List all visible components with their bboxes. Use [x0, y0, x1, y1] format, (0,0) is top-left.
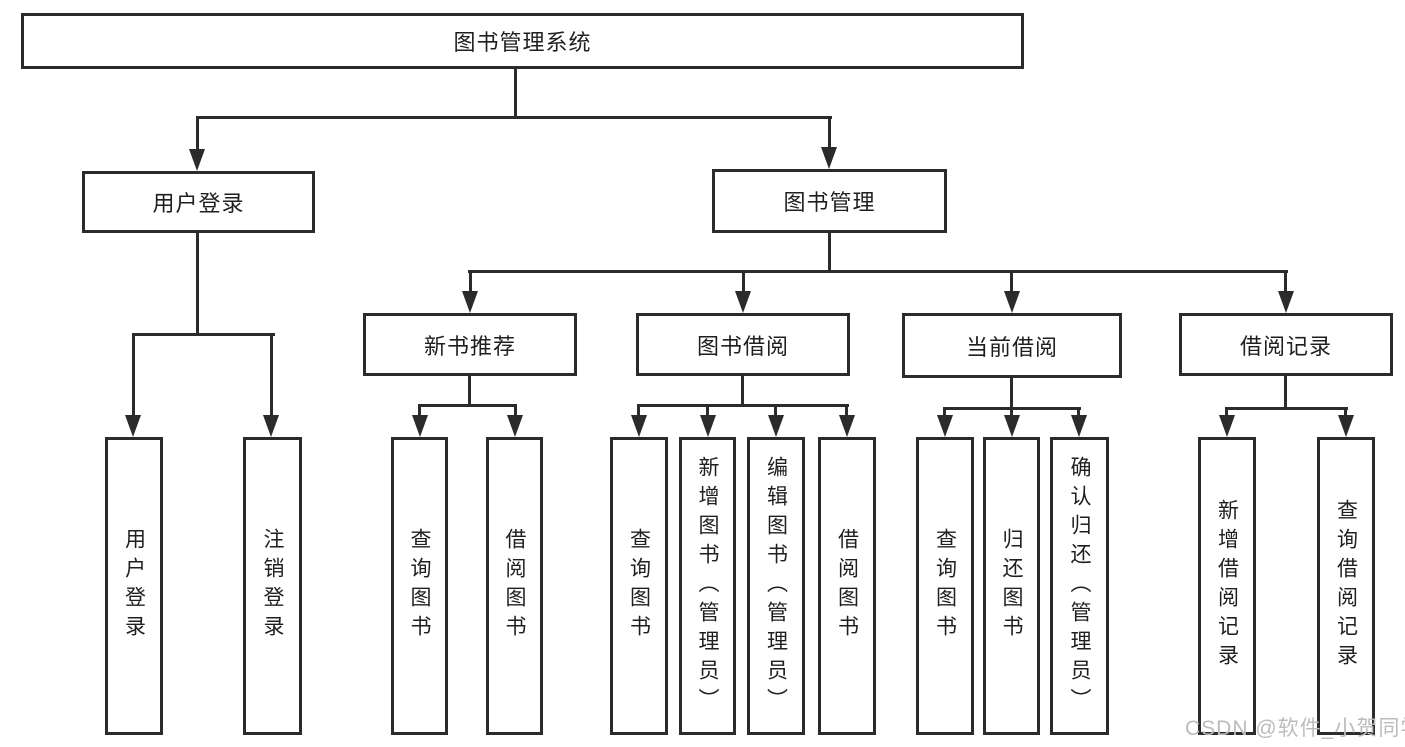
connector-book-borrow-branch	[637, 404, 849, 407]
node-user-login-label: 用户登录	[152, 191, 245, 216]
node-new-book-recommend-label: 新书推荐	[423, 333, 516, 359]
leaf-bb-edit-books-label: 编辑图书（管理员）	[764, 455, 788, 717]
connector-to-bb-borrow	[845, 404, 848, 418]
leaf-nr-borrow-books-label: 借阅图书	[503, 528, 526, 644]
connector-new-book-recommend-stem	[468, 376, 471, 406]
leaf-br-query-record: 查询借阅记录	[1317, 437, 1375, 735]
node-borrow-records: 借阅记录	[1179, 313, 1393, 376]
connector-user-login-stem	[196, 233, 199, 336]
node-borrow-records-label: 借阅记录	[1239, 333, 1332, 359]
arrowhead-current-borrow	[1004, 291, 1020, 313]
leaf-br-add-record-label: 新增借阅记录	[1215, 499, 1239, 673]
arrowhead-bb-borrow	[839, 415, 855, 437]
leaf-user-login-label: 用户登录	[122, 528, 146, 644]
connector-to-cb-query	[943, 407, 946, 420]
csdn-watermark: CSDN @软件_小贺同学	[1185, 717, 1405, 740]
leaf-cb-query-books-label: 查询图书	[933, 528, 957, 644]
connector-to-new-book-recommend	[469, 270, 472, 293]
arrowhead-nr-borrow	[507, 415, 523, 437]
connector-root-stem	[514, 69, 517, 119]
connector-to-bb-add	[706, 404, 709, 418]
connector-root-to-user-login	[196, 116, 199, 152]
connector-to-borrow-records	[1284, 270, 1287, 293]
connector-root-to-book-management	[828, 116, 831, 150]
node-book-management: 图书管理	[712, 169, 947, 233]
node-current-borrow-label: 当前借阅	[965, 334, 1058, 360]
arrowhead-user-login	[189, 149, 205, 171]
node-user-login: 用户登录	[82, 171, 315, 233]
arrowhead-cb-confirm	[1071, 415, 1087, 437]
leaf-bb-query-books: 查询图书	[610, 437, 668, 735]
arrowhead-cb-query	[937, 415, 953, 437]
leaf-nr-borrow-books: 借阅图书	[486, 437, 543, 735]
connector-to-login	[132, 333, 135, 417]
connector-to-current-borrow	[1010, 270, 1013, 293]
arrowhead-new-book-recommend	[462, 291, 478, 313]
connector-root-branch	[196, 116, 832, 119]
leaf-br-add-record: 新增借阅记录	[1198, 437, 1256, 735]
arrowhead-cb-return	[1004, 415, 1020, 437]
node-book-management-label: 图书管理	[783, 190, 876, 215]
connector-book-management-branch	[468, 270, 1288, 273]
arrowhead-bb-query	[631, 415, 647, 437]
leaf-bb-add-books-label: 新增图书（管理员）	[696, 455, 719, 717]
connector-to-br-query	[1344, 407, 1347, 420]
connector-book-management-stem	[828, 233, 831, 273]
leaf-cb-return-books-label: 归还图书	[1000, 528, 1023, 644]
arrowhead-nr-query	[412, 415, 428, 437]
arrowhead-br-query	[1338, 415, 1354, 437]
arrowhead-bb-add	[700, 415, 716, 437]
connector-book-borrow-stem	[741, 376, 744, 406]
connector-to-nr-borrow	[514, 404, 517, 418]
leaf-cb-confirm-return: 确认归还（管理员）	[1050, 437, 1109, 735]
arrowhead-bb-edit	[768, 415, 784, 437]
connector-to-cb-confirm	[1077, 407, 1080, 420]
leaf-br-query-record-label: 查询借阅记录	[1334, 499, 1358, 673]
connector-current-borrow-stem	[1010, 378, 1013, 410]
connector-to-nr-query	[418, 404, 421, 418]
node-book-borrow-label: 图书借阅	[696, 333, 789, 359]
leaf-cb-query-books: 查询图书	[916, 437, 974, 735]
connector-to-book-borrow	[742, 270, 745, 293]
arrowhead-borrow-records	[1278, 291, 1294, 313]
leaf-nr-query-books-label: 查询图书	[408, 528, 431, 644]
leaf-logout-label: 注销登录	[261, 528, 284, 644]
leaf-user-login: 用户登录	[105, 437, 163, 735]
arrowhead-book-management	[821, 147, 837, 169]
leaf-bb-add-books: 新增图书（管理员）	[679, 437, 736, 735]
connector-borrow-records-branch	[1225, 407, 1348, 410]
connector-borrow-records-stem	[1284, 376, 1287, 410]
leaf-bb-query-books-label: 查询图书	[627, 528, 651, 644]
leaf-cb-confirm-return-label: 确认归还（管理员）	[1068, 455, 1091, 717]
leaf-bb-borrow-books-label: 借阅图书	[835, 528, 859, 644]
connector-to-bb-edit	[774, 404, 777, 418]
connector-user-login-branch	[132, 333, 275, 336]
arrowhead-login	[125, 415, 141, 437]
connector-to-cb-return	[1010, 407, 1013, 420]
node-root: 图书管理系统	[21, 13, 1024, 69]
connector-to-logout	[270, 333, 273, 417]
node-current-borrow: 当前借阅	[902, 313, 1122, 378]
connector-new-book-recommend-branch	[418, 404, 517, 407]
leaf-nr-query-books: 查询图书	[391, 437, 448, 735]
leaf-bb-edit-books: 编辑图书（管理员）	[747, 437, 805, 735]
node-new-book-recommend: 新书推荐	[363, 313, 577, 376]
arrowhead-br-add	[1219, 415, 1235, 437]
leaf-cb-return-books: 归还图书	[983, 437, 1040, 735]
arrowhead-book-borrow	[735, 291, 751, 313]
node-book-borrow: 图书借阅	[636, 313, 850, 376]
leaf-bb-borrow-books: 借阅图书	[818, 437, 876, 735]
arrowhead-logout	[263, 415, 279, 437]
leaf-logout: 注销登录	[243, 437, 302, 735]
connector-to-bb-query	[637, 404, 640, 418]
connector-to-br-add	[1225, 407, 1228, 420]
node-root-label: 图书管理系统	[453, 30, 592, 55]
